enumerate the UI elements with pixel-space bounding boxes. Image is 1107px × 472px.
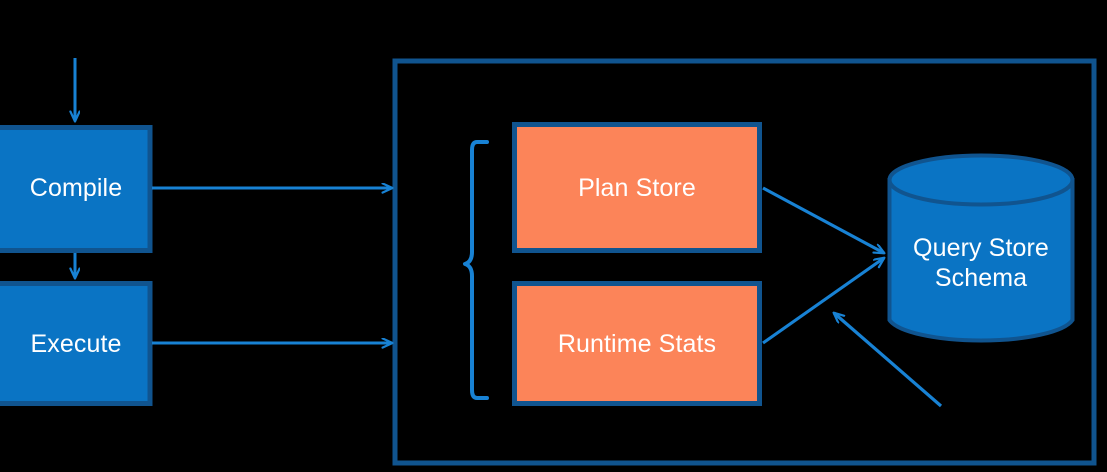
grouping-brace [463,140,489,400]
query-store-schema-cylinder[interactable] [887,153,1075,343]
execute-box[interactable] [0,281,153,406]
query-store-container [392,58,1097,466]
runtime-stats-box[interactable] [512,281,762,406]
plan-store-to-schema-arrow [762,186,884,255]
external-to-schema-arrow [834,313,943,408]
plan-store-box[interactable] [512,122,762,253]
runtime-stats-to-schema-arrow [762,258,884,345]
compile-box[interactable] [0,125,153,253]
